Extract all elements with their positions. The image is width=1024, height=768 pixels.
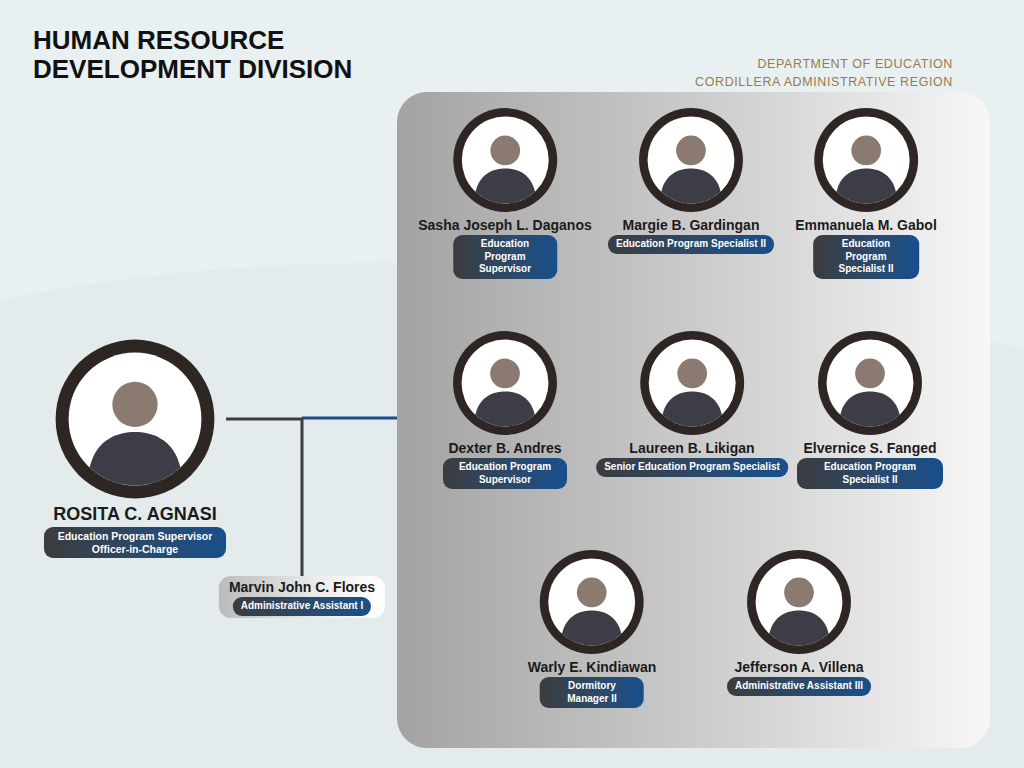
staff-card: Emmanuela M. GabolEducation Program Spec…: [795, 107, 937, 279]
page-title: HUMAN RESOURCE DEVELOPMENT DIVISION: [33, 26, 423, 84]
staff-card: Marvin John C. FloresAdministrative Assi…: [219, 576, 385, 618]
person-name: Marvin John C. Flores: [229, 579, 375, 595]
person-name: Sasha Joseph L. Daganos: [418, 217, 592, 233]
staff-card: Margie B. GardinganEducation Program Spe…: [608, 107, 774, 254]
portrait-photo: [638, 107, 744, 213]
branch-line: [302, 417, 397, 420]
staff-card: Warly E. KindiawanDormitory Manager II: [528, 549, 657, 708]
name-pill: Marvin John C. FloresAdministrative Assi…: [219, 576, 385, 618]
position-badge: Education Program Supervisor: [443, 458, 567, 489]
staff-panel: [397, 92, 990, 748]
position-badge: Administrative Assistant I: [233, 597, 371, 616]
staff-card: Elvernice S. FangedEducation Program Spe…: [797, 330, 943, 489]
person-name: Laureen B. Likigan: [629, 440, 754, 456]
staff-card: Dexter B. AndresEducation Program Superv…: [443, 330, 567, 489]
person-name: Emmanuela M. Gabol: [795, 217, 937, 233]
staff-card: Jefferson A. VillenaAdministrative Assis…: [727, 549, 871, 696]
person-name: Dexter B. Andres: [448, 440, 561, 456]
person-name: ROSITA C. AGNASI: [53, 504, 216, 525]
person-name: Warly E. Kindiawan: [528, 659, 657, 675]
portrait-photo: [813, 107, 919, 213]
header-label: DEPARTMENT OF EDUCATION: [757, 57, 953, 71]
position-badge: Education Program Supervisor: [453, 235, 557, 279]
position-badge: Education Program Specialist II: [608, 235, 774, 254]
portrait-photo: [746, 549, 852, 655]
staff-card: ROSITA C. AGNASIEducation Program Superv…: [44, 338, 226, 558]
staff-card: Laureen B. LikiganSenior Education Progr…: [596, 330, 788, 477]
staff-card: Sasha Joseph L. DaganosEducation Program…: [418, 107, 592, 279]
position-badge: Senior Education Program Specialist: [596, 458, 788, 477]
portrait-photo: [452, 330, 558, 436]
person-name: Elvernice S. Fanged: [803, 440, 936, 456]
portrait-photo: [452, 107, 558, 213]
org-connector: [226, 419, 302, 576]
position-badge: Dormitory Manager II: [540, 677, 644, 708]
portrait-photo: [817, 330, 923, 436]
portrait-photo: [639, 330, 745, 436]
position-badge: Education Program Specialist II: [813, 235, 919, 279]
header-label: CORDILLERA ADMINISTRATIVE REGION: [695, 75, 953, 89]
person-name: Margie B. Gardingan: [623, 217, 760, 233]
position-badge: Education Program Supervisor Officer-in-…: [44, 527, 226, 558]
portrait-photo: [54, 338, 216, 500]
person-name: Jefferson A. Villena: [734, 659, 863, 675]
position-badge: Education Program Specialist II: [797, 458, 943, 489]
position-badge: Administrative Assistant III: [727, 677, 871, 696]
portrait-photo: [539, 549, 645, 655]
